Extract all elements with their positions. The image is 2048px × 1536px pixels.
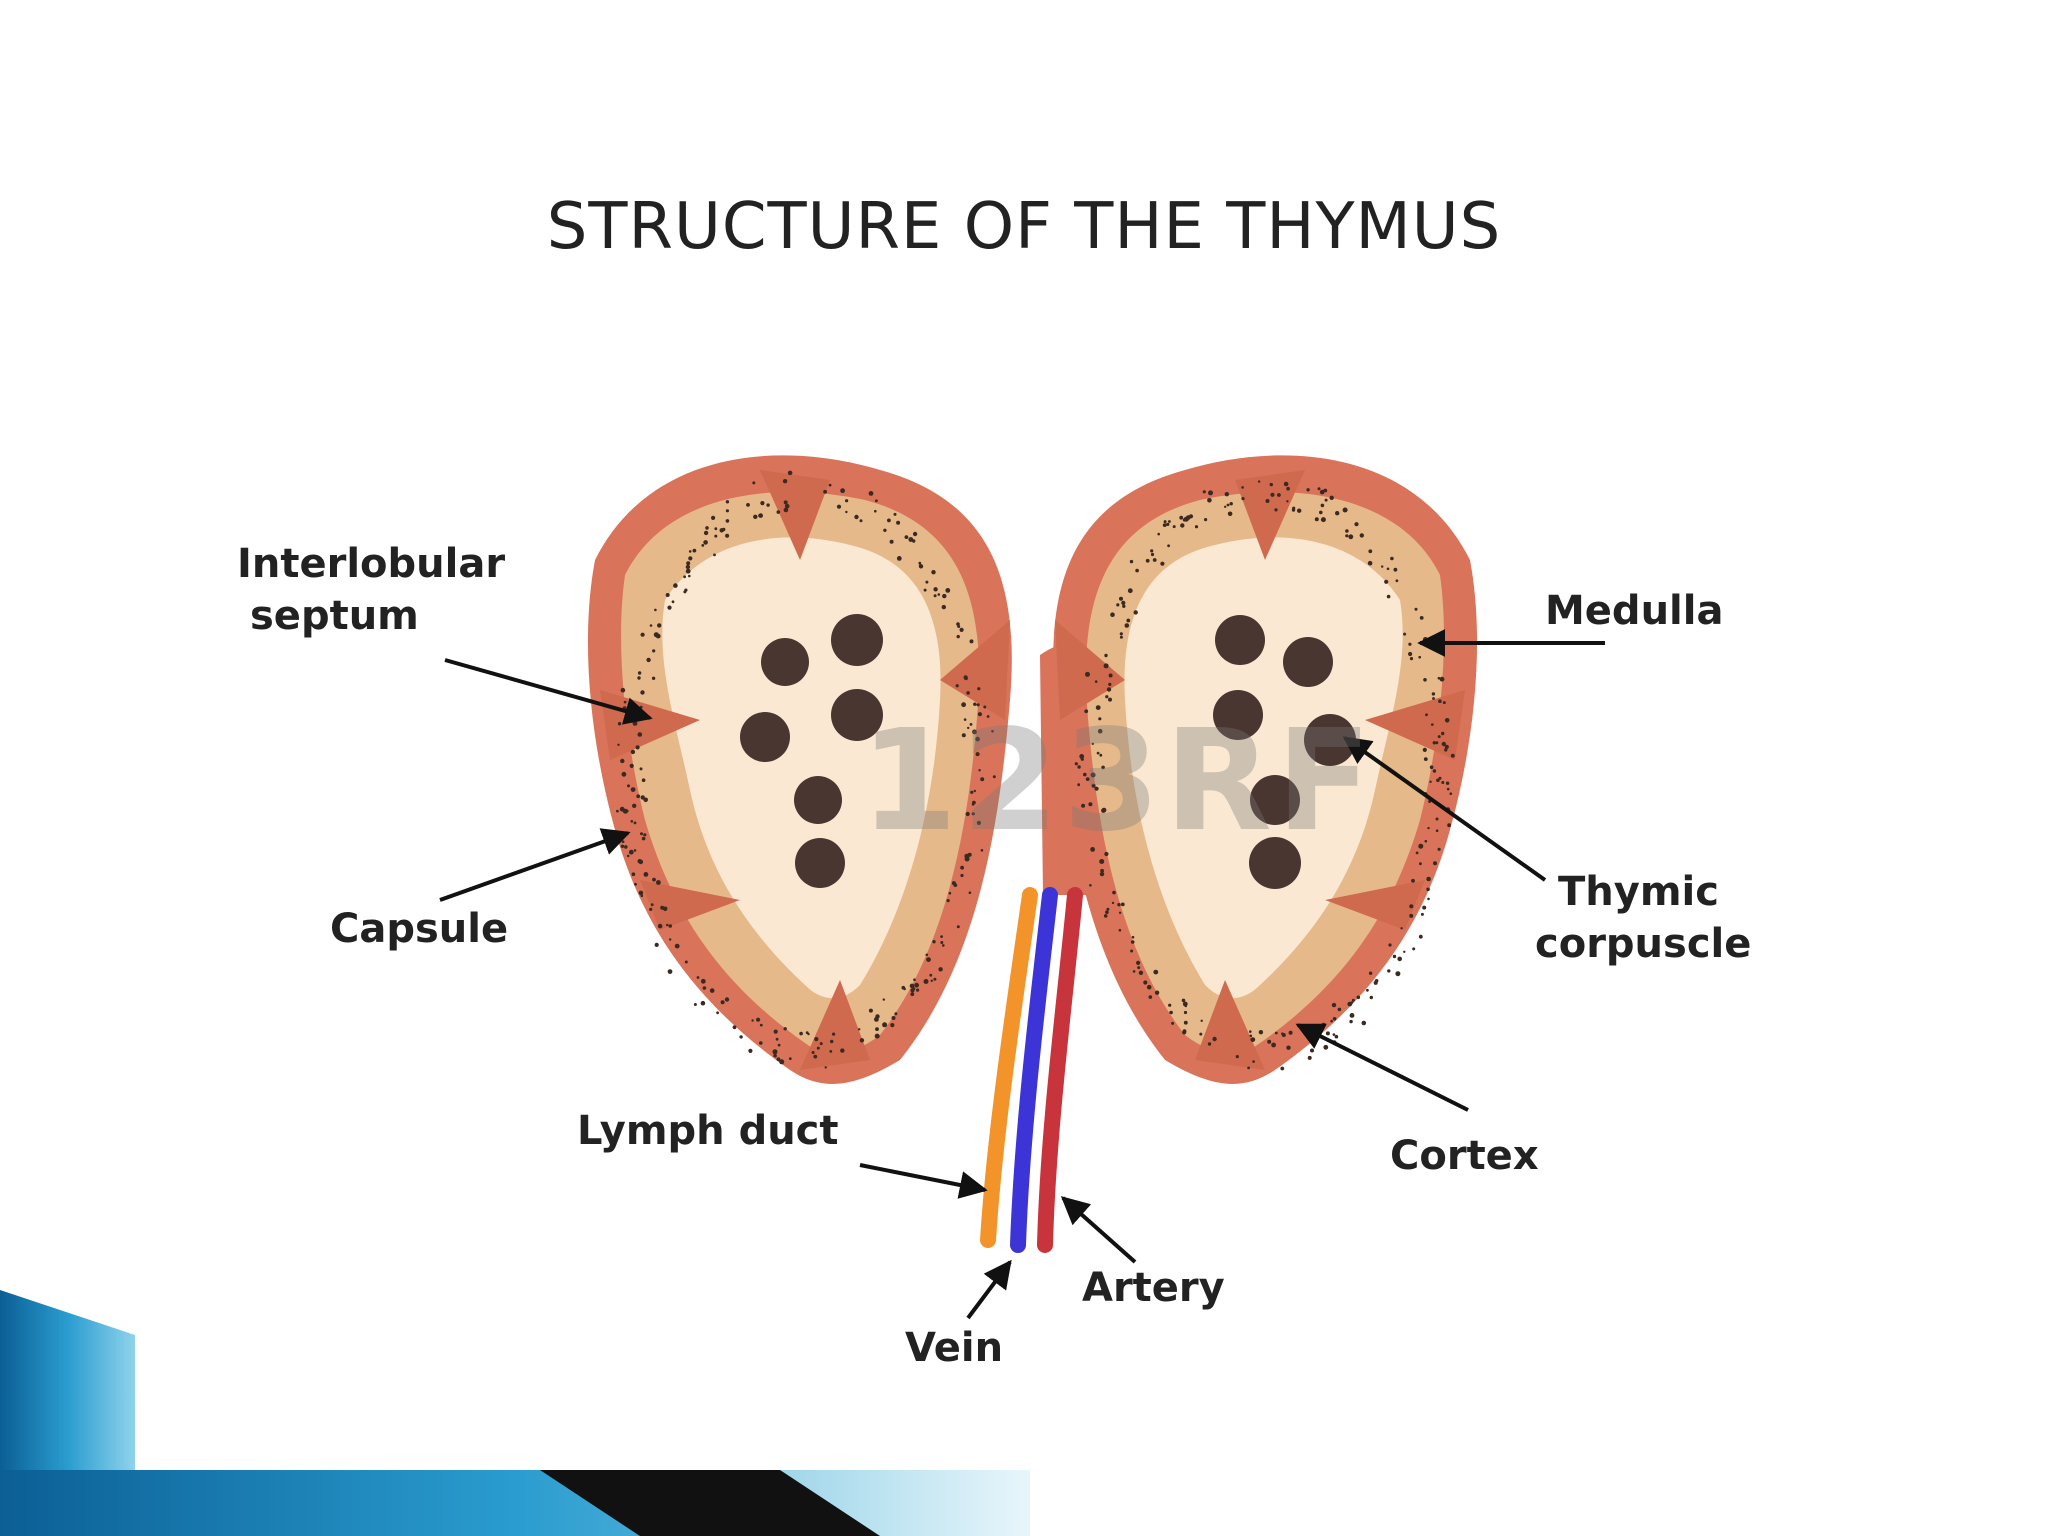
label-vein: Vein bbox=[905, 1325, 1004, 1371]
cortex-stipple bbox=[616, 470, 1455, 1071]
lymph-duct-vessel bbox=[980, 887, 1038, 1248]
label-interlobular-septum-line1: Interlobular bbox=[237, 541, 506, 587]
right-lobe bbox=[1053, 455, 1478, 1084]
label-arrows bbox=[439, 629, 1605, 1320]
label-artery: Artery bbox=[1082, 1265, 1225, 1311]
left-lobe bbox=[587, 455, 1012, 1084]
thymic-corpuscles bbox=[740, 614, 1356, 889]
label-interlobular-septum-line2: septum bbox=[250, 593, 419, 639]
label-thymic-corpuscle-line1: Thymic bbox=[1558, 869, 1719, 915]
label-lymph-duct: Lymph duct bbox=[577, 1108, 839, 1154]
label-thymic-corpuscle-line2: corpuscle bbox=[1535, 921, 1752, 967]
label-medulla: Medulla bbox=[1545, 588, 1724, 634]
slide-corner-decoration bbox=[0, 1290, 1030, 1536]
watermark-text: 123RF bbox=[860, 700, 1376, 863]
vessels bbox=[980, 887, 1083, 1253]
diagram-title: STRUCTURE OF THE THYMUS bbox=[546, 190, 1502, 264]
artery-vessel bbox=[1037, 887, 1083, 1253]
vein-vessel bbox=[1010, 887, 1058, 1253]
label-capsule: Capsule bbox=[330, 906, 509, 952]
label-cortex: Cortex bbox=[1390, 1133, 1539, 1179]
